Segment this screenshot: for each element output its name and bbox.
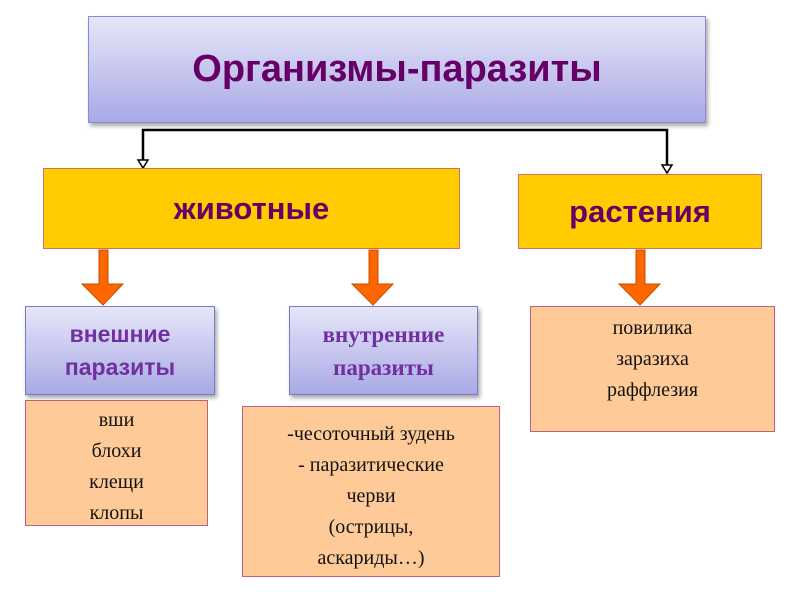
list-item: повилика xyxy=(612,317,693,339)
list-item: заразиха xyxy=(616,348,689,370)
group-label: паразиты xyxy=(333,354,434,380)
internal-parasites-box: внутренние паразиты xyxy=(289,306,478,395)
title: Организмы-паразиты xyxy=(192,48,602,90)
black-connector xyxy=(141,128,669,173)
title-box: Организмы-паразиты xyxy=(88,16,706,123)
list-item: блохи xyxy=(91,440,142,462)
plants-label: растения xyxy=(569,193,711,229)
orange-arrows xyxy=(80,249,662,306)
arrow-down-icon xyxy=(617,249,662,306)
list-item: вши xyxy=(98,409,135,431)
list-item: (острицы, xyxy=(328,516,414,538)
external-list: вши блохи клещи клопы xyxy=(25,400,208,526)
animals-label: животные xyxy=(173,190,330,226)
list-item: клопы xyxy=(89,502,144,524)
group-label: внутренние xyxy=(322,321,445,347)
internal-list: -чесоточный зудень - паразитические черв… xyxy=(242,406,500,577)
list-item: черви xyxy=(346,485,396,507)
list-item: раффлезия xyxy=(606,379,699,401)
list-item: аскариды…) xyxy=(317,547,425,569)
list-item: клещи xyxy=(89,471,144,493)
arrow-head-icon xyxy=(660,164,674,175)
list-item: - паразитические xyxy=(298,454,444,476)
plants-box: растения xyxy=(518,174,762,249)
plants-list: повилика заразиха раффлезия xyxy=(530,306,775,432)
arrow-down-icon xyxy=(80,249,125,306)
list-item: -чесоточный зудень xyxy=(287,423,455,445)
external-parasites-box: внешние паразиты xyxy=(25,306,215,395)
animals-box: животные xyxy=(43,168,460,249)
group-label: паразиты xyxy=(64,353,176,380)
arrow-down-icon xyxy=(350,249,395,306)
arrow-head-icon xyxy=(136,159,150,170)
group-label: внешние xyxy=(69,320,171,347)
